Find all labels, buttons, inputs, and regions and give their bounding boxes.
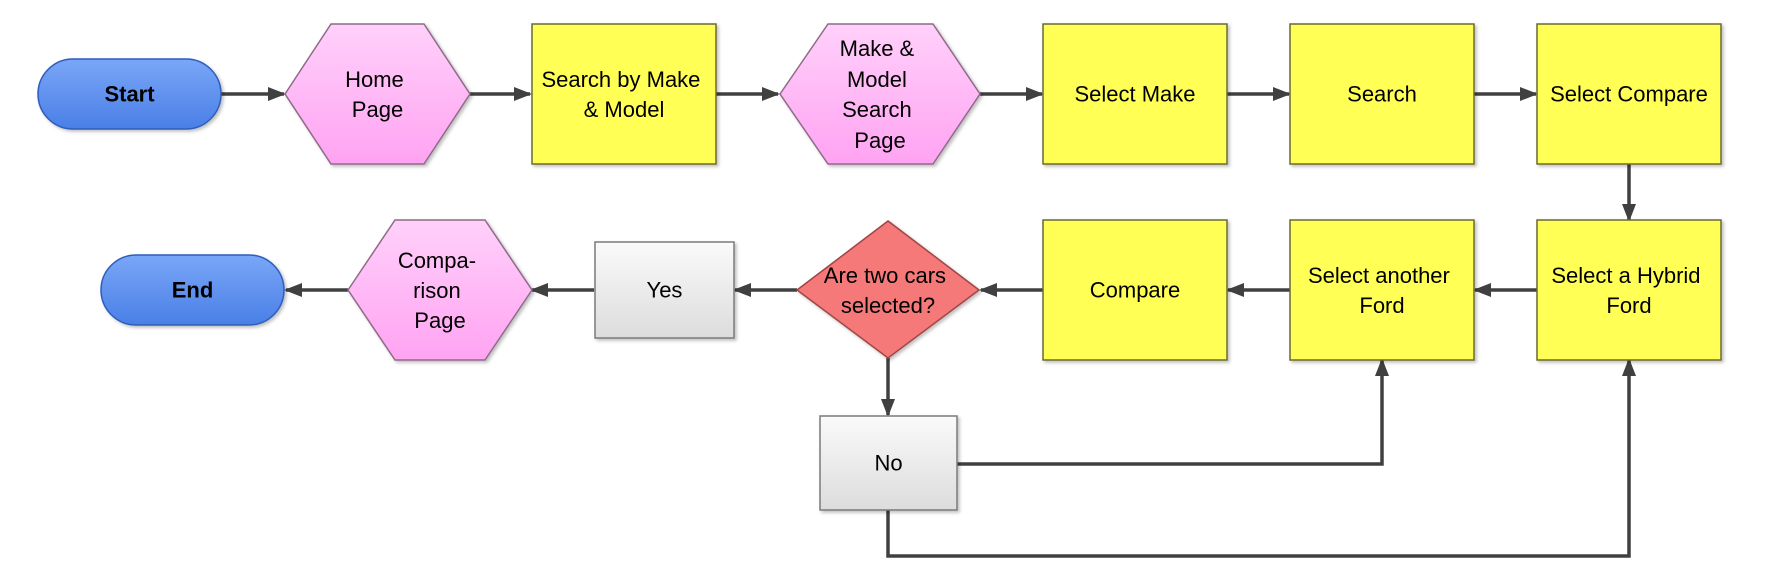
select-another-ford-label: Select another Ford [1308, 263, 1456, 318]
two-cars-selected-label: Are two cars selected? [824, 263, 952, 318]
start-label: Start [104, 82, 155, 107]
start-terminal: Start [37, 58, 222, 130]
two-cars-selected-decision: Are two cars selected? [795, 220, 981, 359]
search-by-make-model-label: Search by Make & Model [541, 67, 706, 122]
select-compare-label: Select Compare [1550, 82, 1708, 107]
compare-node: Compare [1042, 219, 1228, 361]
home-page-node: Home Page [284, 23, 471, 165]
end-label: End [172, 278, 214, 303]
search-label: Search [1347, 82, 1417, 107]
make-model-search-page-node: Make & Model Search Page [779, 23, 981, 165]
select-hybrid-ford-node: Select a Hybrid Ford [1536, 219, 1722, 361]
make-model-search-page-label: Make & Model Search Page [840, 36, 921, 153]
search-node: Search [1289, 23, 1475, 165]
no-node: No [819, 415, 958, 511]
comparison-page-label: Compa- rison Page [398, 248, 482, 333]
yes-label: Yes [647, 278, 683, 303]
connectors [221, 87, 1636, 558]
compare-label: Compare [1090, 278, 1180, 303]
arrow-no-to-hybrid-ford [886, 358, 1636, 558]
yes-node: Yes [594, 241, 735, 339]
comparison-page-node: Compa- rison Page [347, 219, 533, 361]
search-by-make-model-node: Search by Make & Model [531, 23, 717, 165]
select-make-node: Select Make [1042, 23, 1228, 165]
end-terminal: End [100, 254, 285, 326]
select-another-ford-node: Select another Ford [1289, 219, 1475, 361]
select-hybrid-ford-label: Select a Hybrid Ford [1551, 263, 1706, 318]
select-make-label: Select Make [1074, 82, 1195, 107]
select-compare-node: Select Compare [1536, 23, 1722, 165]
home-page-label: Home Page [345, 67, 410, 122]
no-label: No [874, 451, 902, 476]
arrow-no-to-another-ford [956, 358, 1389, 466]
